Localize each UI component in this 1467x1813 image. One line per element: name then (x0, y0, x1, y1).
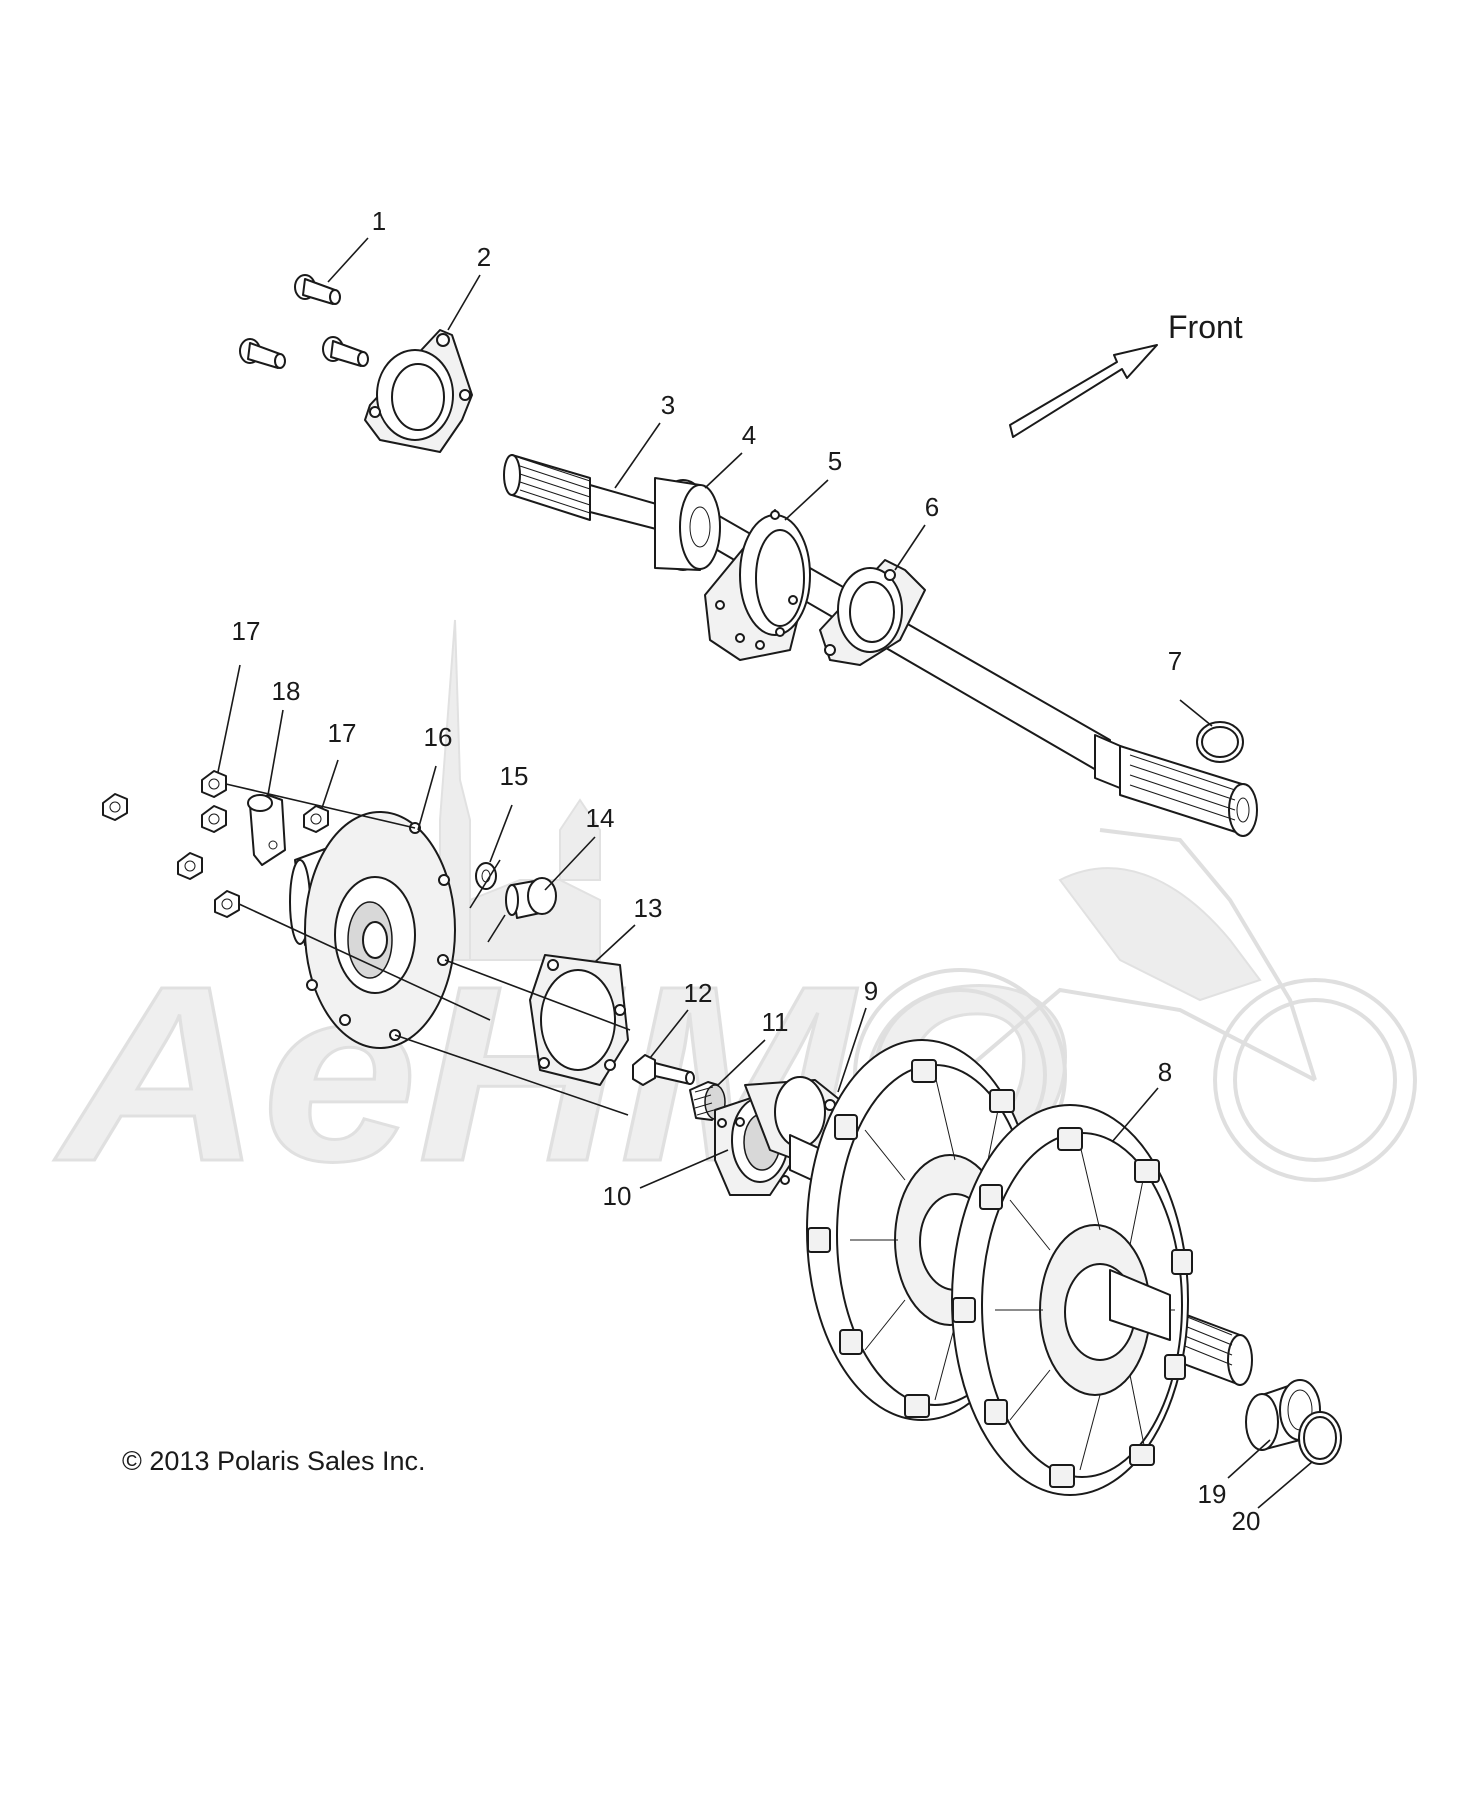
plug-14 (505, 877, 557, 919)
callout-14: 14 (586, 803, 615, 833)
callout-1: 1 (372, 206, 386, 236)
callout-17b: 17 (328, 718, 357, 748)
gasket-13 (529, 954, 629, 1086)
callout-10: 10 (603, 1181, 632, 1211)
callout-11: 11 (762, 1007, 789, 1037)
callout-12: 12 (684, 978, 713, 1008)
callout-4: 4 (742, 420, 756, 450)
callout-16: 16 (424, 722, 453, 752)
bolt-1b (239, 338, 286, 369)
callout-13: 13 (634, 893, 663, 923)
o-ring-20 (1298, 1411, 1342, 1465)
washer-15 (475, 862, 497, 890)
callout-8: 8 (1158, 1057, 1172, 1087)
clip-18 (247, 794, 286, 866)
assembly-lines (225, 783, 631, 1116)
callout-2: 2 (477, 242, 491, 272)
sprocket-shaft-8 (789, 1039, 1253, 1496)
bolt-1c (322, 336, 369, 367)
flange-gasket-6 (819, 559, 926, 666)
bolt-1 (294, 274, 341, 305)
callout-19: 19 (1198, 1479, 1227, 1509)
callout-leaders (217, 237, 1313, 1509)
callout-3: 3 (661, 390, 675, 420)
callout-18: 18 (272, 676, 301, 706)
callout-numbers: 1 2 3 4 5 6 7 8 9 10 11 12 13 14 15 16 1… (232, 206, 1261, 1536)
nut-left-1 (201, 805, 227, 833)
callout-20: 20 (1232, 1506, 1261, 1536)
callout-9: 9 (864, 976, 878, 1006)
o-ring-7 (1196, 721, 1244, 763)
nut-left-3 (177, 852, 203, 880)
callout-6: 6 (925, 492, 939, 522)
nut-17a (201, 770, 227, 798)
callout-15: 15 (500, 761, 529, 791)
bearing-flange-5 (704, 509, 811, 661)
copyright-notice: © 2013 Polaris Sales Inc. (122, 1446, 426, 1476)
nut-left-4 (214, 890, 240, 918)
watermark-motorcycle-icon (853, 828, 1417, 1182)
callout-17a: 17 (232, 616, 261, 646)
bolt-12 (632, 1054, 695, 1086)
nut-left-2 (102, 793, 128, 821)
callout-5: 5 (828, 446, 842, 476)
front-direction-arrow-icon (1009, 344, 1158, 438)
flange-plate-2 (364, 329, 473, 453)
callout-7: 7 (1168, 646, 1182, 676)
nut-17b (303, 805, 329, 833)
front-label: Front (1168, 309, 1243, 345)
bearing-4 (654, 477, 721, 571)
